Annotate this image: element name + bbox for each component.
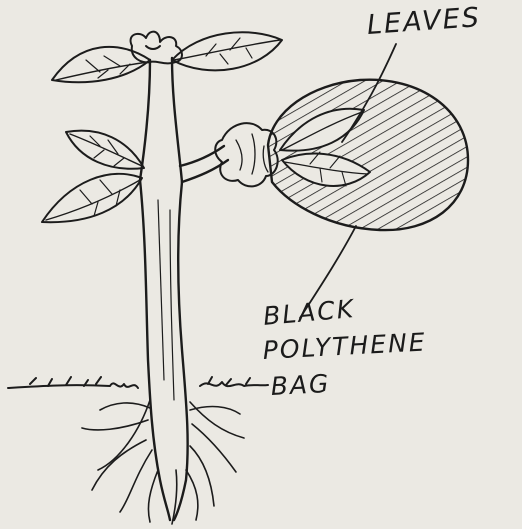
leaf-upper-right (172, 32, 282, 70)
ground-line (8, 377, 268, 388)
leaf-upper-left (52, 47, 150, 82)
stem (140, 58, 228, 520)
roots (82, 400, 244, 524)
leaf-lower-left (42, 174, 142, 222)
bag-label-line-3: BAG (270, 369, 331, 402)
leaf-middle-left (66, 131, 144, 169)
